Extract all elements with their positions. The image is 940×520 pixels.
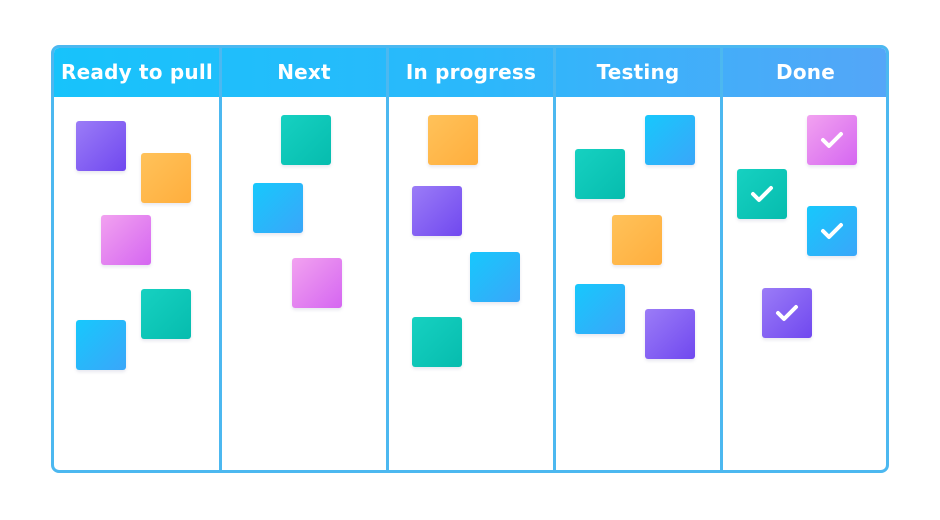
task-card[interactable]: [76, 320, 126, 370]
checkmark-icon: [821, 132, 843, 148]
task-card[interactable]: [281, 115, 331, 165]
board-header: [54, 48, 886, 97]
column-divider: [219, 48, 222, 470]
task-card[interactable]: [645, 115, 695, 165]
column-divider: [720, 48, 723, 470]
task-card-done[interactable]: [762, 288, 812, 338]
task-card[interactable]: [428, 115, 478, 165]
column-title-next[interactable]: Next: [277, 60, 331, 84]
task-card-done[interactable]: [807, 206, 857, 256]
checkmark-icon: [776, 305, 798, 321]
checkmark-icon: [821, 223, 843, 239]
task-card[interactable]: [76, 121, 126, 171]
task-card[interactable]: [412, 186, 462, 236]
task-card[interactable]: [612, 215, 662, 265]
column-divider: [553, 48, 556, 470]
task-card[interactable]: [253, 183, 303, 233]
task-card-done[interactable]: [737, 169, 787, 219]
column-title-testing[interactable]: Testing: [596, 60, 680, 84]
task-card[interactable]: [141, 289, 191, 339]
task-card[interactable]: [101, 215, 151, 265]
task-card[interactable]: [575, 149, 625, 199]
kanban-board: Ready to pull Next In progress Testing D…: [51, 45, 889, 473]
column-title-ready-to-pull[interactable]: Ready to pull: [61, 60, 213, 84]
task-card[interactable]: [292, 258, 342, 308]
column-title-in-progress[interactable]: In progress: [405, 60, 537, 84]
task-card[interactable]: [575, 284, 625, 334]
column-title-done[interactable]: Done: [776, 60, 835, 84]
task-card[interactable]: [412, 317, 462, 367]
task-card[interactable]: [645, 309, 695, 359]
task-card[interactable]: [141, 153, 191, 203]
task-card-done[interactable]: [807, 115, 857, 165]
column-divider: [386, 48, 389, 470]
task-card[interactable]: [470, 252, 520, 302]
checkmark-icon: [751, 186, 773, 202]
